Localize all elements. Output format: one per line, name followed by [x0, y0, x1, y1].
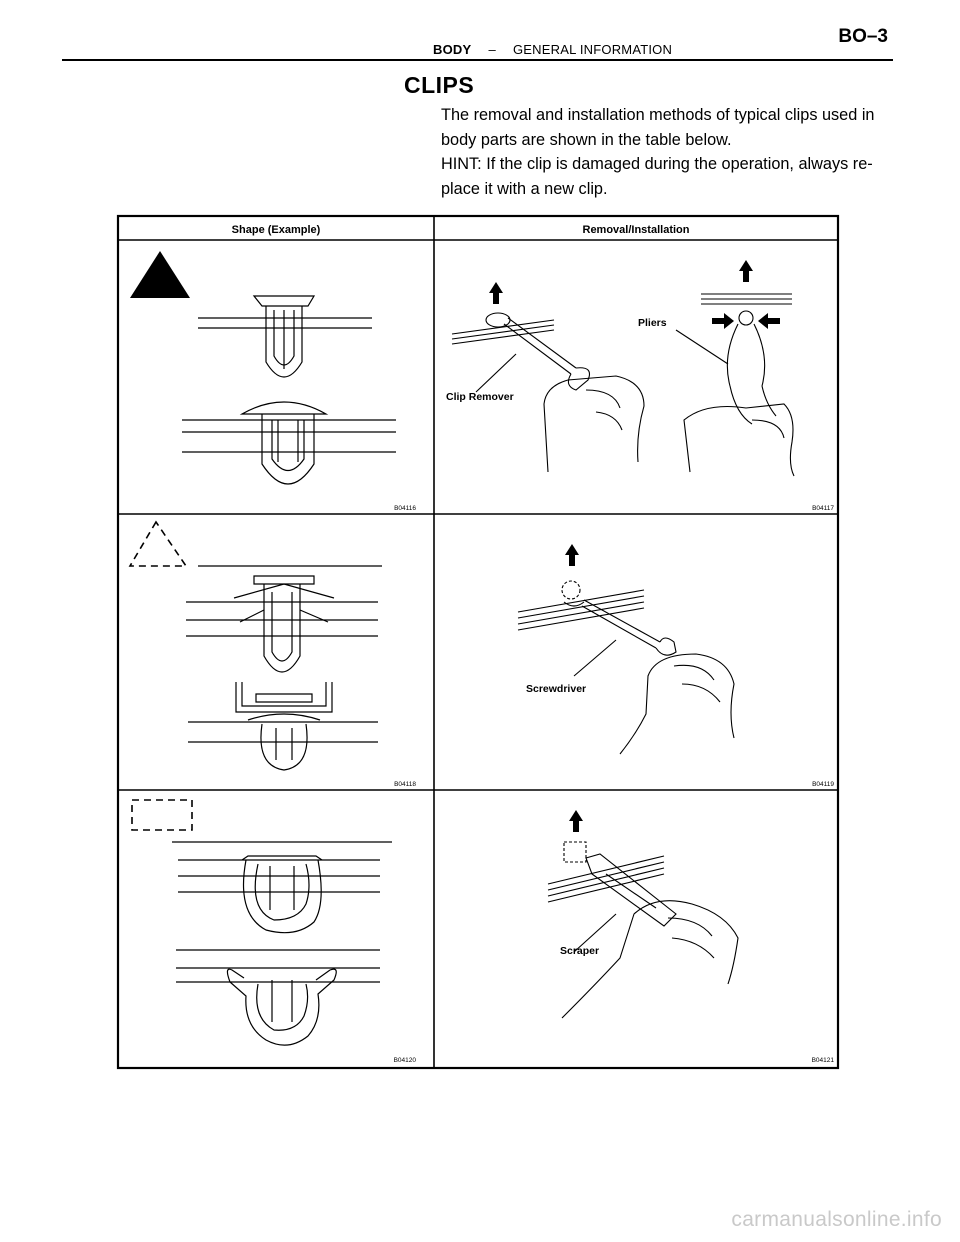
intro-text: The removal and installation methods of … — [441, 103, 901, 201]
hint-paragraph: HINT: If the clip is damaged during the … — [441, 155, 873, 198]
watermark: carmanualsonline.info — [731, 1208, 942, 1231]
figure-code: B04116 — [394, 505, 416, 512]
header-separator: – — [488, 42, 496, 57]
table-border — [116, 214, 840, 1070]
intro-paragraph: The removal and installation methods of … — [441, 106, 875, 149]
clips-table-figure: Shape (Example) Removal/Installation B04… — [116, 214, 840, 1072]
tool-label-pliers: Pliers — [638, 317, 667, 329]
tool-label: Scraper — [560, 945, 599, 957]
row3-shape-cell: B04120 — [131, 799, 417, 1064]
figure-code: B04121 — [812, 1057, 835, 1064]
clips-table: Shape (Example) Removal/Installation B04… — [116, 214, 840, 1070]
tool-label: Clip Remover — [446, 391, 514, 403]
dashed-square-icon — [131, 799, 193, 831]
row1-removal-cell: Clip Remover Pliers B04117 — [446, 260, 834, 512]
column-header-removal: Removal/Installation — [583, 224, 690, 236]
page-title: CLIPS — [404, 72, 475, 98]
page-number: BO–3 — [838, 26, 888, 47]
tool-label: Screwdriver — [526, 683, 586, 695]
row1-shape-cell: B04116 — [130, 251, 416, 512]
dashed-triangle-icon — [128, 520, 188, 567]
figure-code: B04119 — [812, 781, 834, 788]
solid-triangle-icon — [130, 251, 190, 298]
header-subsection: GENERAL INFORMATION — [512, 42, 673, 57]
row2-removal-cell: Screwdriver B04119 — [517, 544, 834, 788]
row3-removal-cell: Scraper B04121 — [547, 810, 835, 1064]
figure-code: B04118 — [394, 781, 416, 788]
column-header-shape: Shape (Example) — [232, 224, 321, 236]
figure-code: B04120 — [394, 1057, 417, 1064]
header-section: BODY — [433, 42, 472, 57]
row2-shape-cell: B04118 — [128, 520, 416, 788]
header-rule — [62, 59, 893, 61]
running-header: BODY – GENERAL INFORMATION — [433, 42, 672, 57]
figure-code: B04117 — [812, 505, 834, 512]
